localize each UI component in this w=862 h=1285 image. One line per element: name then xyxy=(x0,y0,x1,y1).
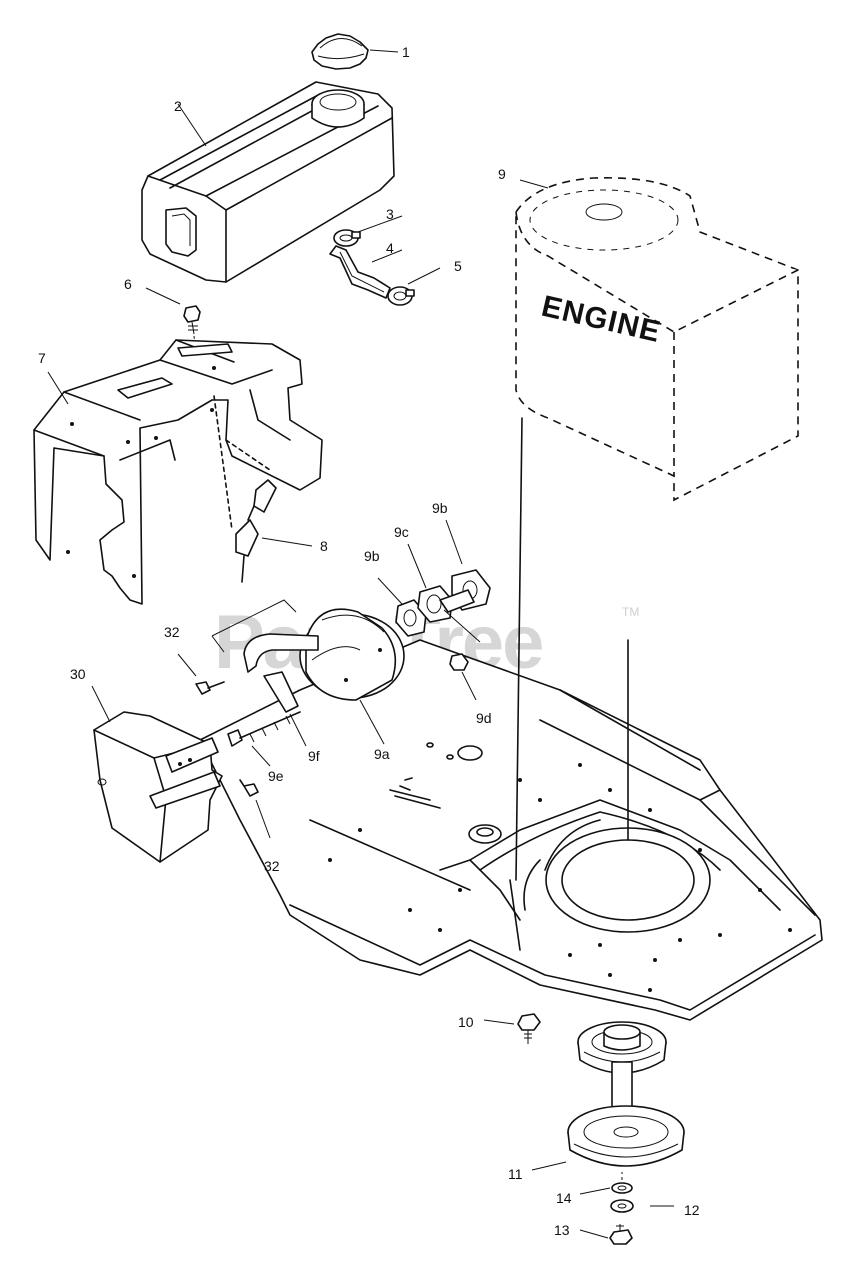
callout-6: 6 xyxy=(124,276,132,292)
callout-12: 12 xyxy=(684,1202,700,1218)
callout-9d: 9d xyxy=(476,710,492,726)
callout-32-bottom: 32 xyxy=(264,858,280,874)
callout-7: 7 xyxy=(38,350,46,366)
throttle-lever xyxy=(213,395,313,583)
fuel-tank xyxy=(141,81,395,283)
fuel-cap xyxy=(311,33,399,70)
watermark-trademark: TM xyxy=(622,605,639,619)
callout-2: 2 xyxy=(174,98,182,114)
spindle-hardware xyxy=(579,1172,674,1245)
screw-6 xyxy=(145,287,201,357)
callout-9a: 9a xyxy=(374,746,390,762)
callout-11: 11 xyxy=(508,1166,523,1182)
callout-8: 8 xyxy=(320,538,328,554)
callout-30: 30 xyxy=(70,666,86,682)
tank-support-bracket xyxy=(33,339,323,605)
engine: ENGINE xyxy=(515,177,799,881)
spindle-pulley-assembly xyxy=(531,1021,685,1171)
callout-1: 1 xyxy=(402,44,410,60)
callout-13: 13 xyxy=(554,1222,570,1238)
callout-10: 10 xyxy=(458,1014,474,1030)
callout-9b-right: 9b xyxy=(432,500,448,516)
callout-3: 3 xyxy=(386,206,394,222)
callout-9b-left: 9b xyxy=(364,548,380,564)
callout-9: 9 xyxy=(498,166,506,182)
bolt-10 xyxy=(483,1013,541,1044)
callout-4: 4 xyxy=(386,240,394,256)
mower-deck-frame xyxy=(199,639,823,1021)
callout-32-top: 32 xyxy=(164,624,180,640)
callout-9e: 9e xyxy=(268,768,284,784)
callout-14: 14 xyxy=(556,1190,572,1206)
callout-5: 5 xyxy=(454,258,462,274)
fuel-line-assembly xyxy=(329,215,441,306)
callout-9c: 9c xyxy=(394,524,409,540)
muffler-heat-shield xyxy=(91,685,223,863)
callout-9f: 9f xyxy=(308,748,320,764)
muffler-assembly xyxy=(177,519,491,839)
